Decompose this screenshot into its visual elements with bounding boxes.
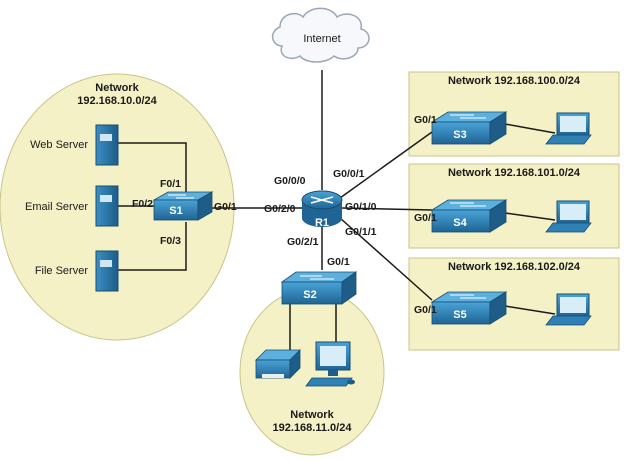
- internet-label: Internet: [303, 33, 340, 45]
- switch-s3[interactable]: S3: [430, 111, 508, 145]
- s4-network-title: Network 192.168.101.0/24: [448, 167, 581, 179]
- s4-label: S4: [453, 217, 467, 229]
- web-server[interactable]: Web Server: [30, 124, 119, 166]
- printer-icon[interactable]: [255, 349, 301, 379]
- switch-arrows-icon: [168, 194, 194, 199]
- port-r1-g000: G0/0/0: [274, 175, 306, 187]
- port-r1-g011: G0/1/1: [345, 226, 377, 238]
- web-server-label: Web Server: [30, 139, 88, 151]
- server-icon: [95, 124, 119, 166]
- link-s1-web: [118, 142, 187, 196]
- link-s4-laptop: [504, 212, 556, 221]
- port-r1-g010: G0/1/0: [345, 201, 377, 213]
- internet-cloud-icon: Internet: [271, 7, 370, 63]
- switch-arrows-icon: [450, 202, 486, 207]
- file-server-label: File Server: [35, 265, 89, 277]
- port-s4-g01: G0/1: [414, 212, 437, 224]
- switch-arrows-icon: [450, 114, 486, 119]
- s5-network-title: Network 192.168.102.0/24: [448, 261, 581, 273]
- port-s2-g01: G0/1: [327, 256, 350, 268]
- switch-s4[interactable]: S4: [430, 199, 508, 233]
- laptop-s5-icon[interactable]: [545, 293, 592, 326]
- s3-network-title: Network 192.168.100.0/24: [448, 75, 581, 87]
- left-network-address: 192.168.10.0/24: [77, 95, 157, 107]
- server-icon: [95, 185, 119, 227]
- bottom-network-title: Network: [290, 409, 334, 421]
- bottom-network-address: 192.168.11.0/24: [273, 422, 353, 434]
- port-r1-g021: G0/2/1: [287, 236, 319, 248]
- link-r1-s5: [339, 217, 433, 301]
- switch-s5[interactable]: S5: [430, 291, 508, 325]
- link-s1-file: [118, 222, 187, 271]
- email-server[interactable]: Email Server: [25, 185, 119, 227]
- left-network-title: Network: [95, 82, 139, 94]
- port-s1-f01: F0/1: [160, 178, 181, 190]
- link-r1-s3: [339, 131, 433, 199]
- server-icon: [95, 250, 119, 292]
- email-server-label: Email Server: [25, 201, 88, 213]
- laptop-s3-icon[interactable]: [545, 112, 592, 145]
- switch-arrows-icon: [300, 275, 334, 280]
- link-s3-laptop: [504, 123, 556, 134]
- port-s5-g01: G0/1: [414, 304, 437, 316]
- desktop-pc-icon[interactable]: [305, 341, 355, 387]
- port-r1-g001: G0/0/1: [333, 168, 365, 180]
- s2-label: S2: [303, 289, 316, 301]
- laptop-s4-icon[interactable]: [545, 200, 592, 233]
- router-r1[interactable]: R1: [301, 190, 343, 229]
- link-r1-s4: [341, 207, 433, 211]
- switch-arrows-icon: [450, 294, 486, 299]
- switch-s1[interactable]: S1: [152, 191, 214, 221]
- s5-label: S5: [453, 309, 466, 321]
- r1-label: R1: [315, 217, 329, 229]
- port-s1-g01: G0/1: [214, 201, 237, 213]
- port-s1-f02: F0/2: [132, 198, 153, 210]
- s3-label: S3: [453, 129, 466, 141]
- router-arrows-icon: [310, 196, 334, 204]
- port-s3-g01: G0/1: [414, 114, 437, 126]
- port-r1-g020: G0/2/0: [264, 203, 296, 215]
- s1-label: S1: [169, 205, 182, 217]
- port-s1-f03: F0/3: [160, 235, 181, 247]
- file-server[interactable]: File Server: [35, 250, 119, 292]
- switch-s2[interactable]: S2: [280, 271, 358, 305]
- link-s5-laptop: [504, 305, 556, 315]
